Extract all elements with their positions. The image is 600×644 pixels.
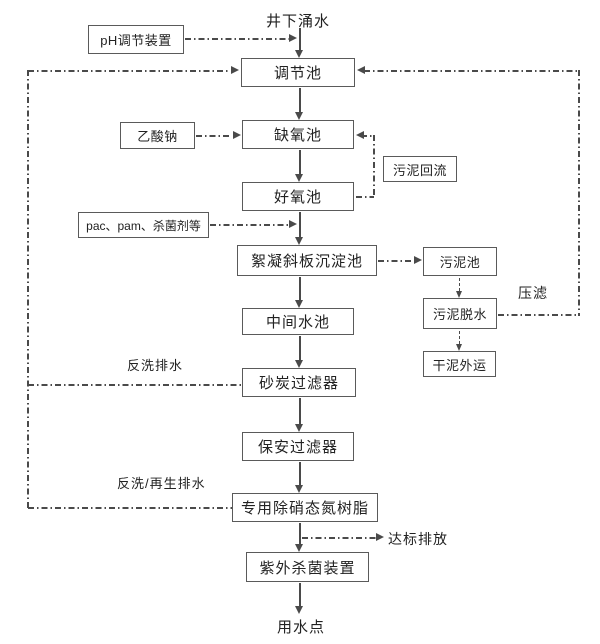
node-anoxic-tank-label: 缺氧池 [273, 127, 322, 144]
source-label: 井下涌水 [266, 13, 331, 30]
filter-press-line-vertical [578, 70, 580, 316]
arrow-right-icon [414, 256, 422, 264]
flow-line-source [299, 28, 301, 52]
sink-label: 用水点 [277, 619, 326, 636]
flow-line [299, 523, 301, 546]
standard-discharge-line [302, 537, 378, 539]
flow-arrow-down-icon [295, 485, 303, 493]
backwash-regen-drain-label: 反洗/再生排水 [117, 476, 206, 491]
node-uv-sterilization-unit-label: 紫外杀菌装置 [259, 559, 356, 577]
node-dry-sludge-removal: 干泥外运 [423, 351, 496, 377]
node-sodium-acetate-label: 乙酸钠 [137, 129, 178, 144]
node-nitrate-removal-resin-label: 专用除硝态氮树脂 [240, 500, 369, 517]
node-sludge-return: 污泥回流 [383, 156, 457, 182]
flow-arrow-down-icon [295, 112, 303, 120]
flow-arrow-down-icon [456, 291, 462, 298]
backwash-return-line-vertical [27, 70, 29, 508]
sludge-return-line-bottom [356, 196, 374, 198]
flow-arrow-down-icon [295, 237, 303, 245]
flow-line [299, 277, 301, 302]
node-ph-adjustment-device-label: pH调节装置 [100, 33, 172, 48]
flow-line [299, 212, 301, 239]
arrow-right-icon [233, 131, 241, 139]
flow-line [299, 462, 301, 487]
node-dry-sludge-removal-label: 干泥外运 [432, 357, 487, 373]
flow-line [299, 88, 301, 114]
arrow-right-icon [289, 220, 297, 228]
flow-arrow-down-icon [295, 606, 303, 614]
flow-arrow-down-icon [295, 300, 303, 308]
flow-line [299, 150, 301, 176]
sludge-line [459, 278, 460, 291]
node-dosing-agents-label: pac、pam、杀菌剂等 [86, 218, 201, 233]
ph-dosing-line [185, 38, 289, 40]
node-dosing-agents: pac、pam、杀菌剂等 [78, 212, 209, 238]
arrow-right-icon [376, 533, 384, 541]
node-sodium-acetate: 乙酸钠 [120, 122, 195, 149]
flow-arrow-down-icon [295, 360, 303, 368]
arrow-left-icon [356, 131, 364, 139]
node-sand-carbon-filter: 砂炭过滤器 [242, 368, 356, 397]
node-anoxic-tank: 缺氧池 [242, 120, 354, 149]
flow-line [299, 398, 301, 426]
arrow-right-icon [231, 66, 239, 74]
node-sludge-return-label: 污泥回流 [392, 162, 447, 178]
node-flocculation-sedimentation-tank-label: 絮凝斜板沉淀池 [250, 253, 363, 270]
node-security-filter: 保安过滤器 [242, 432, 354, 461]
flow-line-sink [299, 583, 301, 608]
node-nitrate-removal-resin: 专用除硝态氮树脂 [232, 493, 378, 522]
backwash-regen-drain-line [28, 507, 232, 509]
flow-line [299, 336, 301, 362]
flow-arrow-down-icon [295, 50, 303, 58]
node-sludge-dewatering-label: 污泥脱水 [432, 307, 487, 322]
sludge-line [459, 331, 460, 344]
filter-press-line-top [364, 70, 579, 72]
node-intermediate-water-tank: 中间水池 [242, 308, 354, 335]
acetate-dosing-line [196, 135, 232, 137]
node-sludge-dewatering: 污泥脱水 [423, 298, 497, 329]
standard-discharge-label: 达标排放 [388, 531, 448, 547]
node-sludge-tank: 污泥池 [423, 247, 497, 276]
sludge-discharge-line [378, 260, 415, 262]
flow-arrow-down-icon [295, 174, 303, 182]
sludge-return-line-vertical [373, 135, 375, 197]
node-security-filter-label: 保安过滤器 [257, 439, 338, 456]
backwash-drain-line [28, 384, 242, 386]
backwash-return-line-top [28, 70, 230, 72]
flow-arrow-down-icon [295, 544, 303, 552]
filter-press-line-bottom [498, 314, 579, 316]
arrow-left-icon [357, 66, 365, 74]
sludge-return-line-top [361, 135, 374, 137]
node-sludge-tank-label: 污泥池 [439, 255, 481, 270]
node-aerobic-tank-label: 好氧池 [273, 189, 322, 206]
node-flocculation-sedimentation-tank: 絮凝斜板沉淀池 [237, 245, 377, 276]
flow-arrow-down-icon [295, 424, 303, 432]
flow-arrow-down-icon [456, 344, 462, 351]
backwash-drain-label: 反洗排水 [127, 358, 184, 373]
arrow-right-icon [289, 34, 297, 42]
filter-press-label: 压滤 [518, 285, 548, 301]
node-sand-carbon-filter-label: 砂炭过滤器 [258, 375, 339, 392]
node-regulation-tank-label: 调节池 [273, 65, 322, 82]
node-regulation-tank: 调节池 [241, 58, 355, 87]
node-uv-sterilization-unit: 紫外杀菌装置 [246, 552, 369, 582]
node-ph-adjustment-device: pH调节装置 [88, 25, 184, 54]
node-intermediate-water-tank-label: 中间水池 [265, 314, 330, 331]
node-aerobic-tank: 好氧池 [242, 182, 354, 211]
pac-dosing-line [210, 224, 288, 226]
